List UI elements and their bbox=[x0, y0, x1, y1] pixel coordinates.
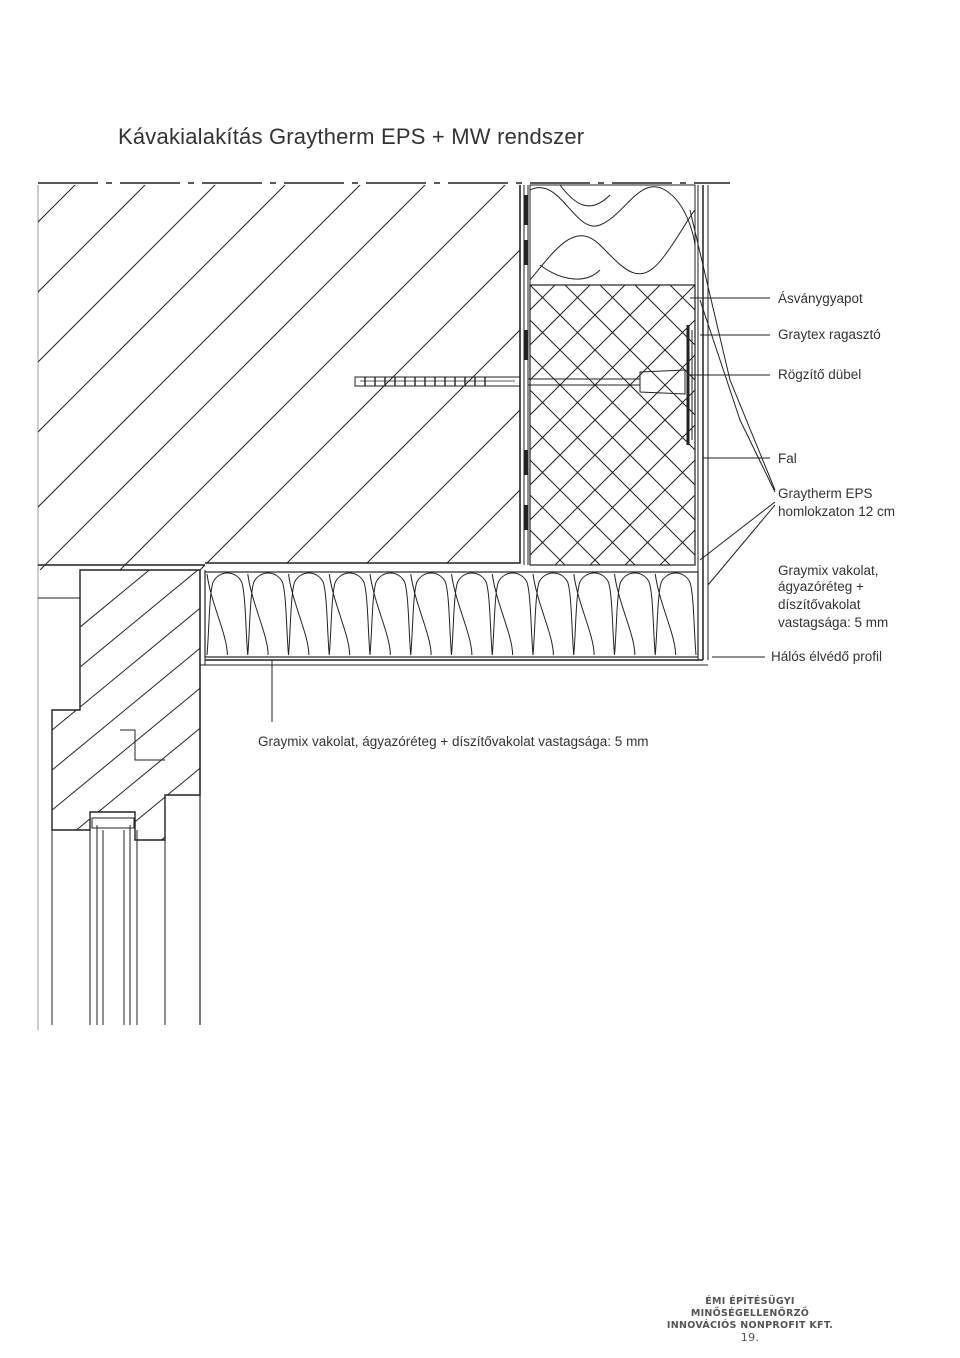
label-corner-profile: Hálós élvédő profil bbox=[771, 649, 883, 664]
label-mineral-wool: Ásványgyapot bbox=[778, 291, 863, 306]
render-layers-vertical bbox=[200, 185, 709, 666]
wall-outline bbox=[38, 185, 521, 566]
wall-section bbox=[38, 185, 520, 570]
stamp-line2: MINŐSÉGELLENŐRZŐ bbox=[690, 1308, 810, 1319]
label-eps-line1: Graytherm EPS bbox=[778, 486, 873, 501]
label-adhesive: Graytex ragasztó bbox=[778, 327, 881, 342]
eps-outline bbox=[529, 284, 696, 566]
certification-stamp: ÉMI ÉPÍTÉSÜGYI MINŐSÉGELLENŐRZŐ INNOVÁCI… bbox=[640, 1296, 860, 1344]
label-anchor: Rögzítő dübel bbox=[778, 367, 862, 382]
mineral-wool-upper bbox=[529, 184, 696, 286]
label-render-line4: vastagsága: 5 mm bbox=[778, 615, 889, 630]
window-frame bbox=[51, 569, 206, 1025]
adhesive-layer bbox=[523, 185, 529, 565]
leader-lines bbox=[271, 209, 776, 722]
stamp-line1: ÉMI ÉPÍTÉSÜGYI bbox=[705, 1296, 795, 1307]
eps-insulation bbox=[530, 285, 695, 565]
label-render-line3: díszítővakolat bbox=[778, 597, 861, 612]
mineral-wool-wave bbox=[206, 572, 697, 656]
label-reveal-render: Graymix vakolat, ágyazóréteg + díszítőva… bbox=[258, 734, 649, 749]
label-render-line2: ágyazóréteg + bbox=[778, 579, 864, 594]
label-render-line1: Graymix vakolat, bbox=[778, 563, 879, 578]
anchor-dowel bbox=[354, 325, 693, 445]
mineral-wool-reveal bbox=[204, 571, 699, 658]
page-number: 19. bbox=[740, 1331, 760, 1344]
page-title: Kávakialakítás Graytherm EPS + MW rendsz… bbox=[118, 124, 585, 149]
label-eps-line2: homlokzaton 12 cm bbox=[778, 504, 896, 519]
stamp-line3: INNOVÁCIÓS NONPROFIT KFT. bbox=[666, 1320, 834, 1331]
label-wall: Fal bbox=[778, 451, 797, 466]
